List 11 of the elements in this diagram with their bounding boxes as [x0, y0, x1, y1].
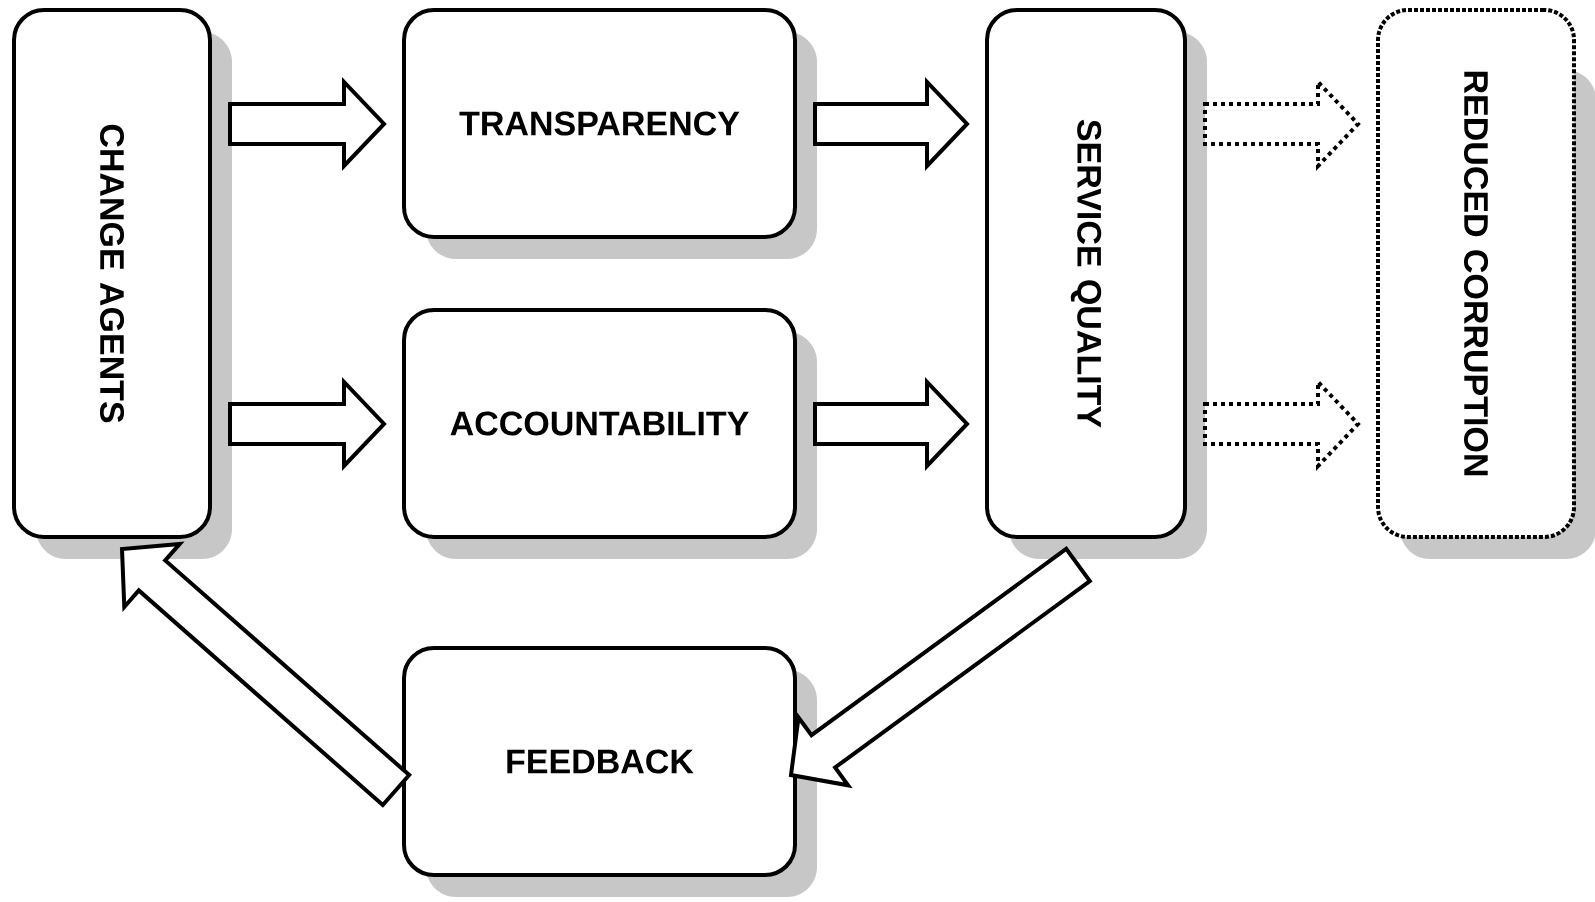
- process-box: SERVICE QUALITY: [985, 8, 1207, 559]
- process-box: ACCOUNTABILITY: [402, 308, 817, 559]
- process-box: TRANSPARENCY: [402, 8, 817, 259]
- block-arrow: [228, 77, 387, 171]
- block-arrow: [228, 377, 387, 471]
- process-box: CHANGE AGENTS: [12, 8, 232, 559]
- block-arrow: [813, 377, 970, 471]
- block-arrow: [813, 77, 970, 171]
- process-box: REDUCED CORRUPTION: [1376, 8, 1595, 559]
- node-label: REDUCED CORRUPTION: [1463, 71, 1489, 476]
- process-box: FEEDBACK: [402, 646, 817, 897]
